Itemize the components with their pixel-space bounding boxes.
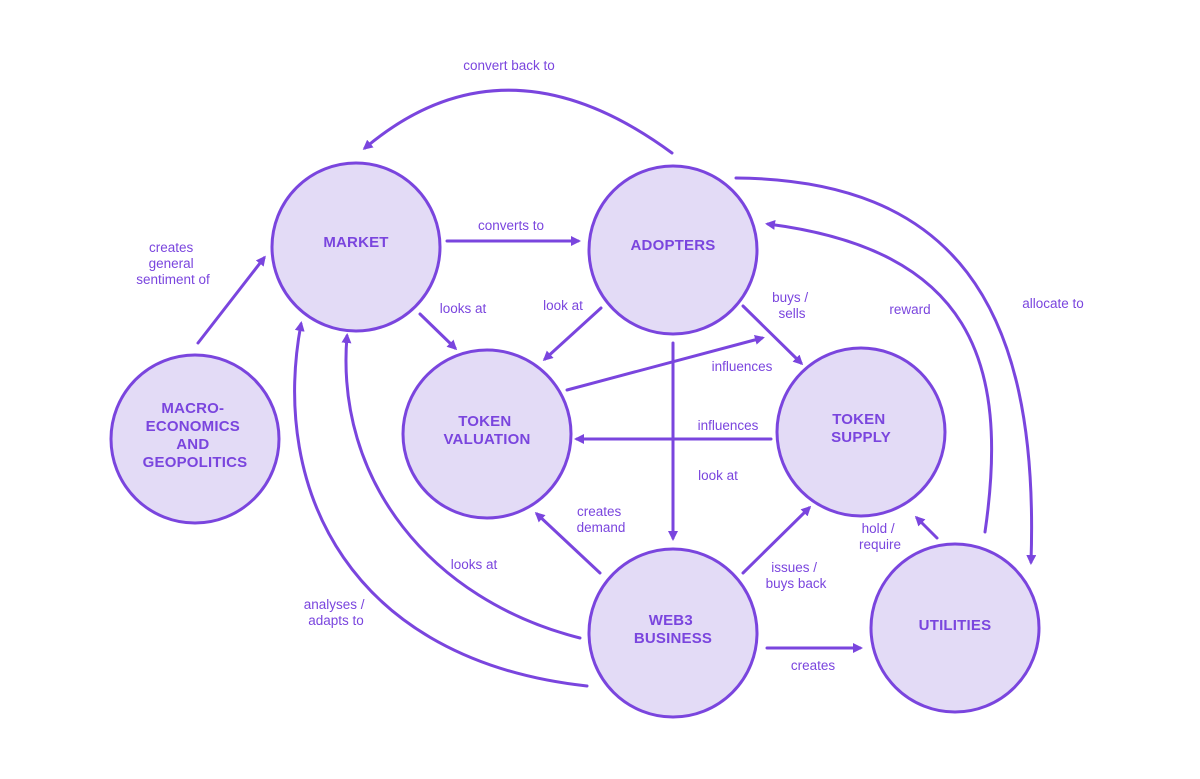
edge-label-analyses-adapts: analyses / adapts to: [304, 597, 369, 628]
edge-label-buys-sells: buys / sells: [772, 290, 812, 321]
edge-adopters-to-supply: [741, 304, 804, 366]
node-market-label: MARKET: [323, 234, 388, 251]
node-macroeconomics-circle: [109, 353, 281, 525]
edge-adopters-to-valuation: [542, 306, 603, 362]
edge-label-creates-utilities: creates: [791, 658, 836, 673]
edge-label-allocate-to: allocate to: [1022, 296, 1084, 311]
node-token-supply-circle: [775, 346, 947, 518]
node-web3-business: WEB3 BUSINESS: [587, 547, 759, 719]
node-macroeconomics-label: MACRO- ECONOMICS AND GEOPOLITICS: [143, 400, 248, 471]
node-market-circle: [270, 161, 442, 333]
node-adopters: ADOPTERS: [587, 164, 759, 336]
edge-valuation-to-supply-influences: [565, 334, 765, 392]
node-token-valuation-circle: [401, 348, 573, 520]
edge-utilities-to-supply: [914, 515, 939, 540]
edge-label-market-looks-at: looks at: [440, 301, 487, 316]
edges: [196, 88, 1037, 688]
edge-label-look-at-web3: look at: [698, 468, 738, 483]
node-web3-business-circle: [587, 547, 759, 719]
node-token-valuation-label: TOKEN VALUATION: [443, 413, 530, 448]
node-web3-business-label: WEB3 BUSINESS: [634, 612, 712, 647]
edge-adopters-to-market-convert-back: [362, 88, 674, 155]
node-macroeconomics: MACRO- ECONOMICS AND GEOPOLITICS: [109, 353, 281, 525]
edge-label-creates-sentiment: creates general sentiment of: [136, 240, 210, 287]
edge-market-to-valuation: [418, 312, 458, 351]
edge-web3-to-valuation-demand: [534, 511, 602, 575]
node-token-supply: TOKEN SUPPLY: [775, 346, 947, 518]
edge-web3-to-supply: [741, 505, 812, 575]
edge-labels: convert back to converts to creates gene…: [136, 58, 1084, 673]
edge-label-influences-left: influences: [698, 418, 759, 433]
edge-label-influences-up: influences: [712, 359, 773, 374]
edge-label-hold-require: hold / require: [859, 521, 901, 552]
edge-label-web3-looks-at: looks at: [451, 557, 498, 572]
edge-label-issues-buys-back: issues / buys back: [766, 560, 827, 591]
node-utilities-circle: [869, 542, 1041, 714]
edge-label-converts-to: converts to: [478, 218, 544, 233]
node-utilities-label: UTILITIES: [919, 617, 992, 634]
edge-utilities-to-adopters-reward: [765, 219, 994, 534]
node-utilities: UTILITIES: [869, 542, 1041, 714]
edge-web3-to-market-looks-at: [341, 333, 582, 640]
edge-label-reward: reward: [889, 302, 930, 317]
node-token-valuation: TOKEN VALUATION: [401, 348, 573, 520]
edge-label-convert-back-to: convert back to: [463, 58, 555, 73]
edge-label-creates-demand: creates demand: [577, 504, 626, 535]
node-adopters-circle: [587, 164, 759, 336]
edge-macro-to-market: [196, 255, 266, 345]
node-adopters-label: ADOPTERS: [631, 237, 716, 254]
edge-adopters-to-utilities-allocate: [734, 176, 1037, 565]
node-market: MARKET: [270, 161, 442, 333]
edge-label-adopters-look-at: look at: [543, 298, 583, 313]
edge-web3-to-market-analyses: [293, 321, 589, 688]
node-token-supply-label: TOKEN SUPPLY: [831, 411, 891, 446]
